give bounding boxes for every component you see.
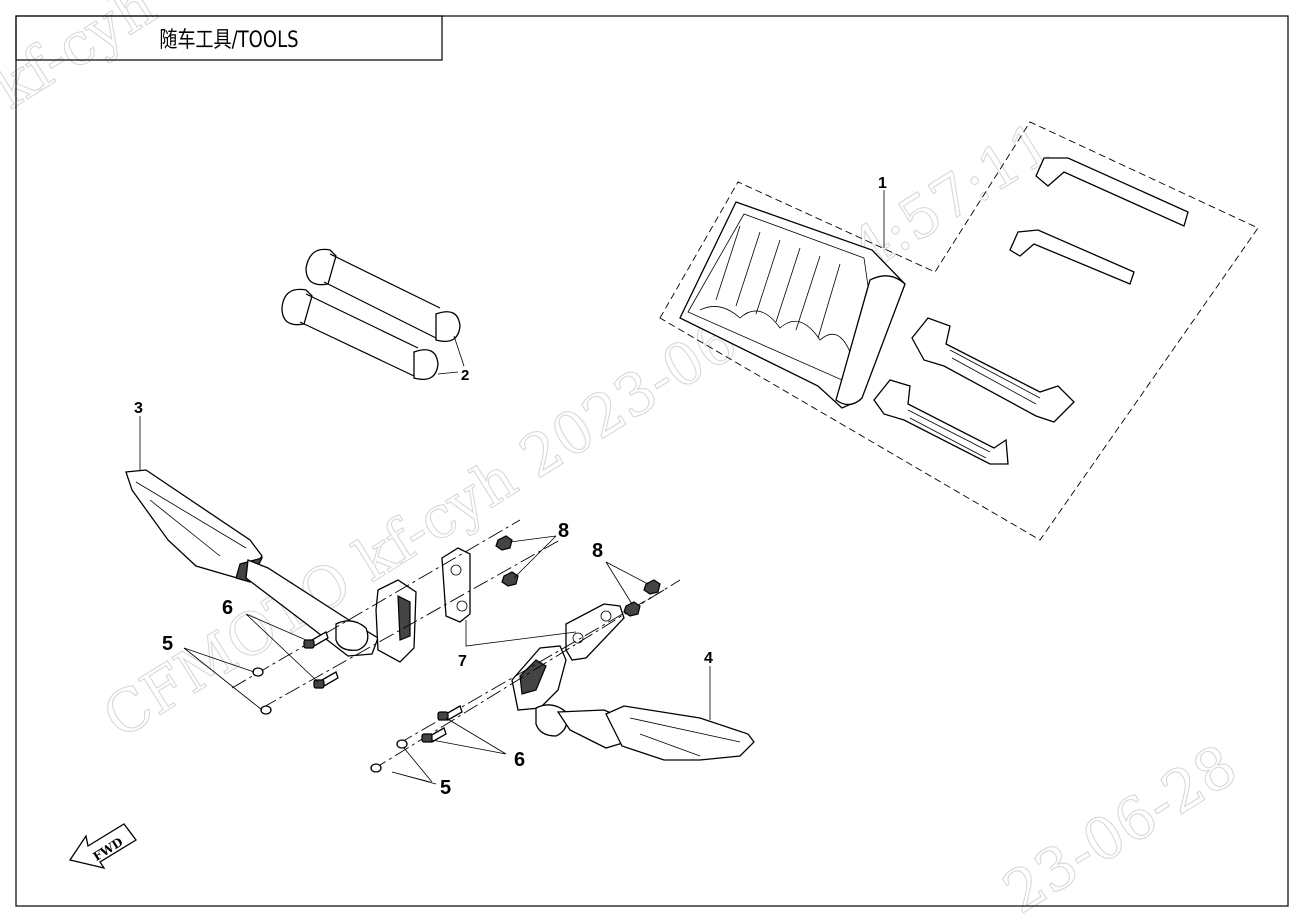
mounting-plate-group: 7 <box>441 547 625 670</box>
tool-kit-dashed-outline <box>659 121 1259 541</box>
right-mirror-group: 4 <box>511 645 755 761</box>
nut-1-icon <box>495 535 513 551</box>
wrench-upper-icon <box>911 317 1075 423</box>
nut-4-icon <box>643 579 661 595</box>
left-mirror-group: 3 <box>125 400 417 663</box>
hex-key-large-icon <box>1035 157 1189 227</box>
rubber-strap-group: 2 <box>281 248 469 384</box>
callout-6-lower: 6 <box>514 749 525 771</box>
callout-8-right: 8 <box>592 540 603 562</box>
mounting-plate-left-icon <box>441 547 471 623</box>
rubber-strap-upper-icon <box>305 248 461 343</box>
right-mirror-head-icon <box>605 705 755 761</box>
callout-2: 2 <box>461 367 469 384</box>
callout-8-left: 8 <box>558 520 569 542</box>
watermark-line-3: 23-06-28 <box>991 731 1248 921</box>
page-title: 随车工具/TOOLS <box>159 28 299 53</box>
hardware-group: 5 6 5 6 8 8 <box>162 519 681 799</box>
callout-3: 3 <box>134 400 143 417</box>
mounting-plate-right-icon <box>565 603 625 661</box>
bolt-3-icon <box>437 705 463 721</box>
rubber-strap-lower-icon <box>281 288 439 381</box>
washer-3-icon <box>396 739 408 749</box>
bolt-4-icon <box>421 727 447 743</box>
fwd-arrow-icon: FWD <box>68 823 137 870</box>
callout-7: 7 <box>458 653 467 670</box>
bolt-1-icon <box>303 631 329 649</box>
callout-5-lower: 5 <box>440 777 451 799</box>
washer-1-icon <box>252 667 264 677</box>
callout-6-upper: 6 <box>222 597 233 619</box>
hex-key-small-icon <box>1009 229 1135 285</box>
title-cell <box>15 15 443 61</box>
washer-2-icon <box>260 705 272 715</box>
watermark: CFMOTO kf-cyh 2023-06-28 14:57:11 kf-cyh… <box>0 0 1249 921</box>
callout-5-upper: 5 <box>162 633 173 655</box>
nut-2-icon <box>501 571 519 587</box>
wrench-lower-icon <box>873 379 1009 465</box>
tool-kit-group: 1 <box>659 121 1259 541</box>
callout-1: 1 <box>878 175 887 192</box>
bolt-2-icon <box>313 671 339 689</box>
drawing-border <box>15 15 1289 907</box>
nut-3-icon <box>623 601 641 617</box>
washer-4-icon <box>370 763 382 773</box>
callout-4: 4 <box>704 650 713 667</box>
